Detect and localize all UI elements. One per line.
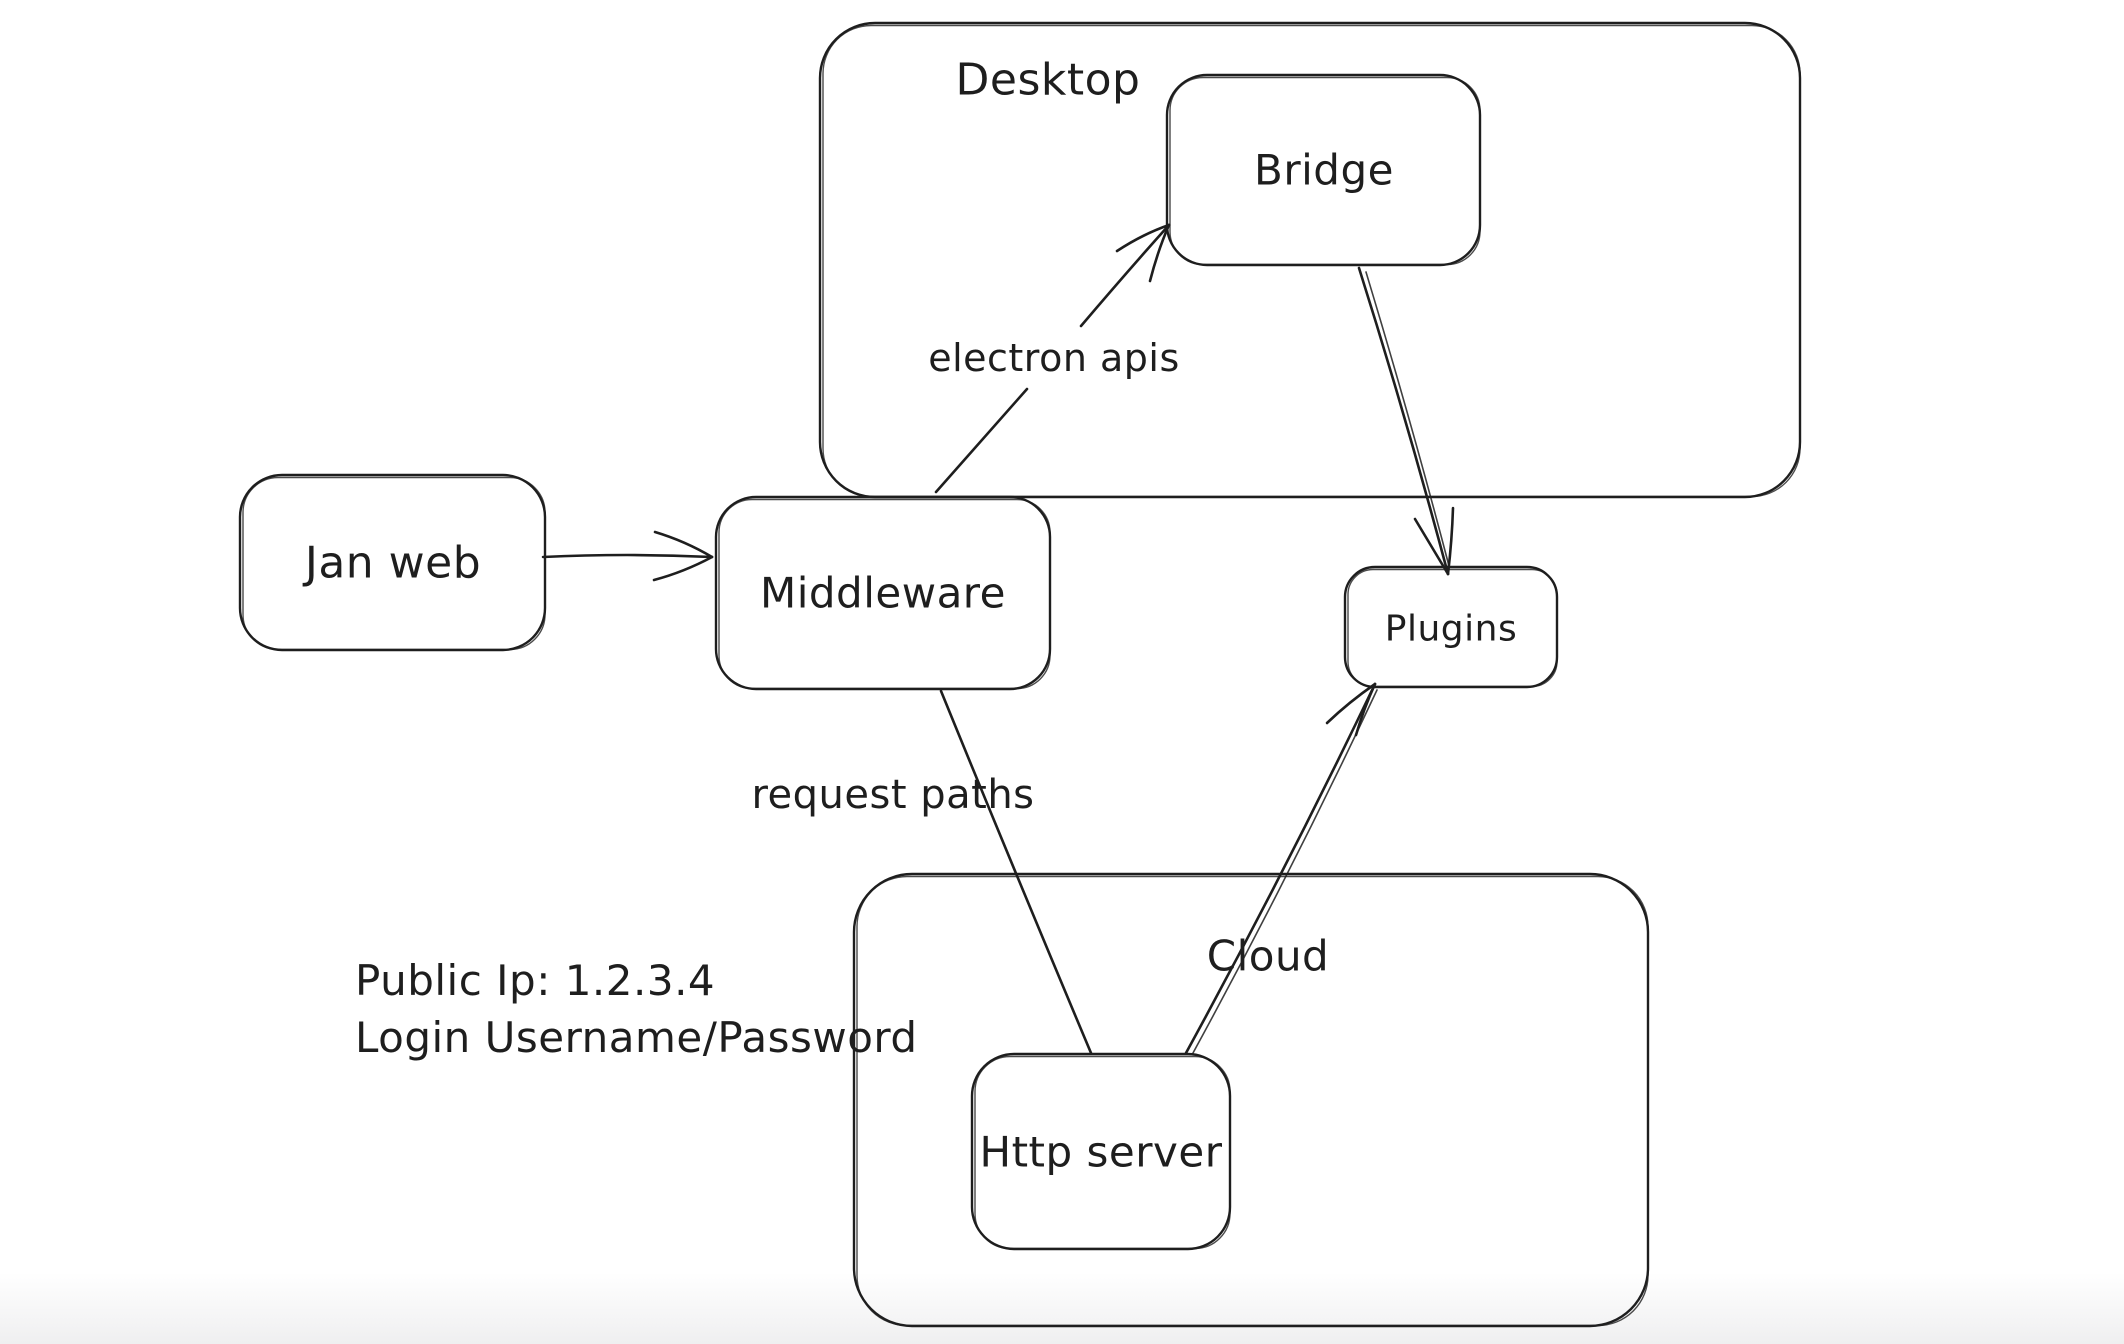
bottom-fade: [0, 1272, 2124, 1344]
node-bridge-label[interactable]: Bridge: [1254, 146, 1394, 195]
node-middleware[interactable]: Middleware: [714, 495, 1052, 691]
annotation-line-1[interactable]: Public Ip: 1.2.3.4: [355, 956, 715, 1005]
node-bridge[interactable]: Bridge: [1165, 73, 1482, 267]
node-jan-web[interactable]: Jan web: [238, 473, 547, 652]
container-cloud-label[interactable]: Cloud: [1207, 932, 1329, 981]
node-jan-web-label[interactable]: Jan web: [302, 538, 481, 589]
arrow-label-electron-apis[interactable]: electron apis: [928, 336, 1180, 380]
line-label-request-paths[interactable]: request paths: [751, 772, 1034, 818]
node-http-server[interactable]: Http server: [970, 1052, 1232, 1251]
node-plugins-label[interactable]: Plugins: [1385, 609, 1517, 650]
node-http-server-label[interactable]: Http server: [980, 1128, 1223, 1177]
arrow-middleware-to-bridge[interactable]: electron apis: [928, 223, 1180, 494]
node-middleware-label[interactable]: Middleware: [760, 569, 1006, 618]
annotation-public-ip[interactable]: Public Ip: 1.2.3.4 Login Username/Passwo…: [355, 956, 918, 1062]
container-desktop[interactable]: Desktop: [818, 21, 1802, 499]
container-desktop-label[interactable]: Desktop: [956, 55, 1141, 106]
node-plugins[interactable]: Plugins: [1343, 565, 1559, 689]
line-middleware-to-httpserver[interactable]: request paths: [751, 689, 1093, 1055]
annotation-line-2[interactable]: Login Username/Password: [355, 1013, 918, 1062]
arrow-janweb-to-middleware[interactable]: [541, 530, 714, 582]
